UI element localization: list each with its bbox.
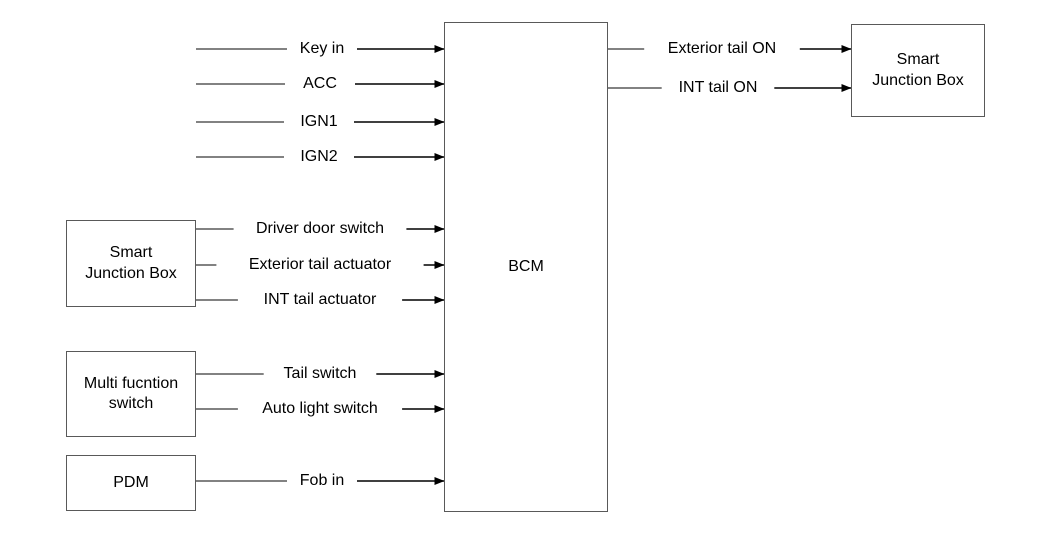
signal-label-int_tail_actuator: INT tail actuator [260,292,380,308]
node-label-bcm: BCM [508,257,544,275]
signal-label-exterior_tail_actuator: Exterior tail actuator [245,257,395,273]
signal-label-acc: ACC [300,76,340,92]
node-sjb_left: Smart Junction Box [66,220,196,307]
node-pdm: PDM [66,455,196,511]
signal-label-tail_switch: Tail switch [280,366,360,382]
node-label-sjb_right: Smart Junction Box [872,51,964,89]
node-label-sjb_left: Smart Junction Box [85,244,177,282]
node-label-pdm: PDM [113,473,149,491]
node-bcm: BCM [444,22,608,512]
signal-label-int_tail_on: INT tail ON [675,80,761,96]
node-mfs: Multi fucntion switch [66,351,196,437]
node-sjb_right: Smart Junction Box [851,24,985,117]
signal-label-fob_in: Fob in [296,473,348,489]
signal-label-ign1: IGN1 [297,114,341,130]
signal-label-key_in: Key in [296,41,348,57]
signal-label-auto_light_switch: Auto light switch [259,401,381,417]
signal-label-exterior_tail_on: Exterior tail ON [664,41,780,57]
node-label-mfs: Multi fucntion switch [83,374,179,412]
signal-label-ign2: IGN2 [297,149,341,165]
signal-label-driver_door_switch: Driver door switch [252,221,388,237]
